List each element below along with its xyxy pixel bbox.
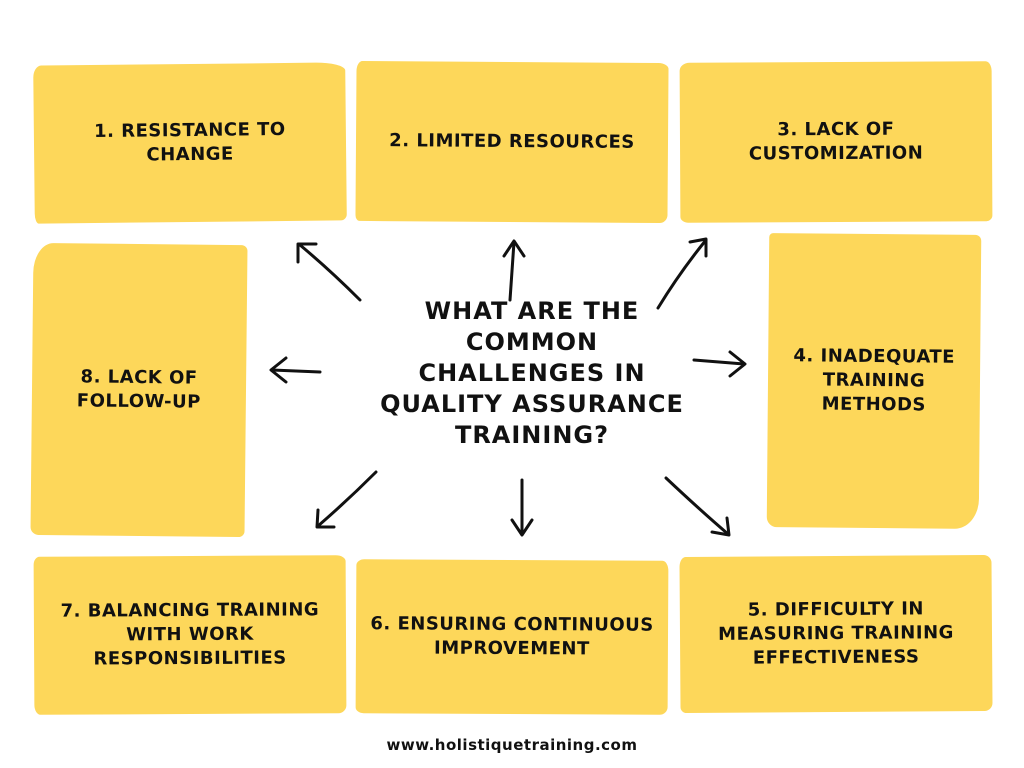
arrow-icon <box>315 470 378 529</box>
arrow-icon <box>502 239 526 302</box>
challenge-label: 5. Difficulty in measuring training effe… <box>718 598 954 669</box>
arrow-icon <box>296 242 362 302</box>
challenge-card-5: 5. Difficulty in measuring training effe… <box>679 554 993 714</box>
challenge-card-3: 3. Lack of customization <box>679 61 993 223</box>
challenge-label: 2. Limited resources <box>389 130 635 153</box>
arrow-icon <box>692 350 747 378</box>
central-question: What are the common challenges in qualit… <box>372 296 692 451</box>
arrow-icon <box>510 478 534 537</box>
challenge-label: 1. Resistance to change <box>93 118 286 166</box>
challenge-card-8: 8. Lack of follow-up <box>30 242 248 538</box>
challenge-card-6: 6. Ensuring continuous improvement <box>355 559 669 715</box>
challenge-label: 7. Balancing training with work responsi… <box>60 599 320 670</box>
challenge-label: 6. Ensuring continuous improvement <box>370 613 654 660</box>
challenge-card-7: 7. Balancing training with work responsi… <box>33 555 347 715</box>
challenge-card-4: 4. Inadequate training methods <box>766 233 982 529</box>
challenge-label: 8. Lack of follow-up <box>76 366 202 413</box>
challenge-label: 4. Inadequate training methods <box>793 345 956 416</box>
footer-url: www.holistiquetraining.com <box>386 736 638 754</box>
challenge-card-2: 2. Limited resources <box>355 60 669 224</box>
challenge-label: 3. Lack of customization <box>748 118 924 165</box>
arrow-icon <box>664 476 731 537</box>
arrow-icon <box>269 356 322 384</box>
central-question-text: What are the common challenges in qualit… <box>380 297 684 449</box>
challenge-card-1: 1. Resistance to change <box>33 62 347 224</box>
